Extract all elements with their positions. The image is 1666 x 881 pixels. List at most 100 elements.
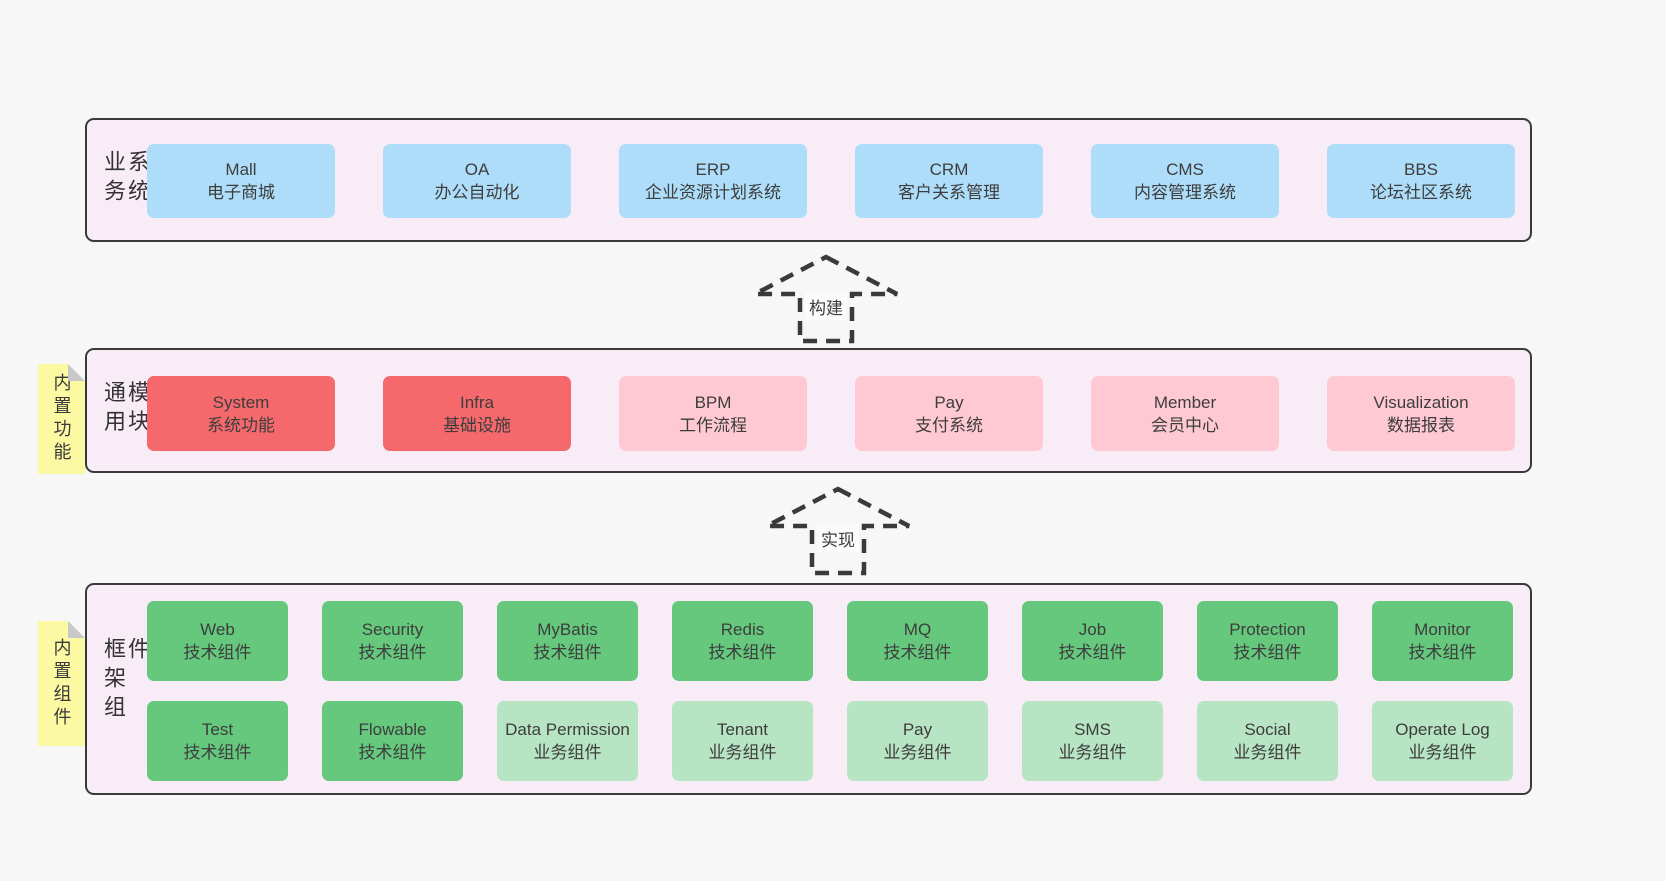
box-name: Tenant	[716, 720, 769, 739]
box-desc: 数据报表	[1387, 415, 1455, 435]
box-desc: 技术组件	[358, 743, 427, 762]
box-pay-module: Pay 支付系统	[855, 376, 1043, 451]
box-cms: CMS 内容管理系统	[1091, 144, 1279, 218]
box-desc: 技术组件	[1408, 643, 1477, 662]
band-business-systems-label: 业务系统	[101, 150, 150, 208]
box-name: Web	[200, 620, 235, 639]
box-desc: 支付系统	[915, 415, 983, 435]
band-common-modules-label: 通用模块	[101, 380, 150, 439]
box-name: Infra	[459, 392, 495, 412]
sticky-note-builtin-components: 内置组件	[38, 621, 85, 746]
box-web: Web 技术组件	[147, 601, 288, 681]
box-test: Test 技术组件	[147, 701, 288, 781]
box-name: Flowable	[358, 720, 427, 739]
sticky-note-builtin-features: 内置功能	[38, 364, 85, 474]
box-mall: Mall 电子商城	[147, 144, 335, 218]
box-desc: 技术组件	[1058, 643, 1127, 662]
box-desc: 内容管理系统	[1134, 183, 1236, 202]
box-social: Social 业务组件	[1197, 701, 1338, 781]
band-framework-components: 框架组件 Web 技术组件 Security 技术组件 MyBatis 技术组件…	[85, 583, 1532, 795]
box-name: Test	[201, 720, 234, 739]
box-name: Pay	[934, 392, 964, 412]
box-desc: 企业资源计划系统	[645, 183, 781, 202]
dashed-up-arrow-icon	[753, 254, 899, 344]
box-desc: 技术组件	[183, 643, 252, 662]
box-desc: 技术组件	[708, 643, 777, 662]
box-flowable: Flowable 技术组件	[322, 701, 463, 781]
box-name: MyBatis	[537, 620, 598, 639]
box-oa: OA 办公自动化	[383, 144, 571, 218]
box-name: Mall	[225, 160, 257, 179]
box-name: Redis	[720, 620, 765, 639]
box-name: System	[212, 392, 270, 412]
box-name: CMS	[1166, 160, 1204, 179]
box-operate-log: Operate Log 业务组件	[1372, 701, 1513, 781]
band-common-modules: 通用模块 System 系统功能 Infra 基础设施 BPM 工作流程 Pay…	[85, 348, 1532, 473]
box-desc: 技术组件	[183, 743, 252, 762]
box-desc: 工作流程	[679, 415, 747, 435]
box-sms: SMS 业务组件	[1022, 701, 1163, 781]
box-desc: 技术组件	[533, 643, 602, 662]
common-modules-row: System 系统功能 Infra 基础设施 BPM 工作流程 Pay 支付系统…	[147, 376, 1515, 451]
box-name: OA	[464, 160, 490, 179]
build-arrow-label: 构建	[805, 293, 847, 320]
box-desc: 业务组件	[1233, 743, 1302, 762]
box-name: Pay	[902, 720, 933, 739]
dashed-up-arrow-icon	[765, 486, 911, 576]
box-desc: 会员中心	[1151, 415, 1219, 435]
box-name: Job	[1078, 620, 1107, 639]
box-security: Security 技术组件	[322, 601, 463, 681]
box-name: Member	[1153, 392, 1217, 412]
box-name: MQ	[903, 620, 932, 639]
box-crm: CRM 客户关系管理	[855, 144, 1043, 218]
box-desc: 论坛社区系统	[1370, 183, 1472, 202]
box-desc: 技术组件	[1233, 643, 1302, 662]
build-arrow: 构建	[751, 254, 901, 344]
framework-components-row-2: Test 技术组件 Flowable 技术组件 Data Permission …	[147, 701, 1513, 781]
box-mybatis: MyBatis 技术组件	[497, 601, 638, 681]
box-infra: Infra 基础设施	[383, 376, 571, 451]
box-job: Job 技术组件	[1022, 601, 1163, 681]
box-name: Social	[1244, 720, 1291, 739]
box-desc: 技术组件	[883, 643, 952, 662]
box-desc: 业务组件	[1058, 743, 1127, 762]
box-pay-component: Pay 业务组件	[847, 701, 988, 781]
box-desc: 客户关系管理	[898, 183, 1000, 202]
box-monitor: Monitor 技术组件	[1372, 601, 1513, 681]
sticky-note-text: 内置组件	[51, 637, 72, 730]
box-desc: 系统功能	[207, 415, 275, 435]
box-name: ERP	[695, 160, 731, 179]
box-desc: 基础设施	[443, 415, 511, 435]
folded-corner-icon	[68, 364, 85, 381]
box-desc: 电子商城	[207, 183, 275, 202]
box-name: Visualization	[1373, 392, 1469, 412]
folded-corner-icon	[68, 621, 85, 638]
box-member: Member 会员中心	[1091, 376, 1279, 451]
implement-arrow-label: 实现	[817, 525, 859, 552]
box-name: CRM	[929, 160, 969, 179]
box-bbs: BBS 论坛社区系统	[1327, 144, 1515, 218]
box-desc: 业务组件	[1408, 743, 1477, 762]
box-system: System 系统功能	[147, 376, 335, 451]
box-erp: ERP 企业资源计划系统	[619, 144, 807, 218]
box-tenant: Tenant 业务组件	[672, 701, 813, 781]
box-name: Monitor	[1414, 620, 1471, 639]
sticky-note-text: 内置功能	[51, 373, 72, 465]
box-visualization: Visualization 数据报表	[1327, 376, 1515, 451]
box-name: BPM	[694, 392, 732, 412]
business-systems-row: Mall 电子商城 OA 办公自动化 ERP 企业资源计划系统 CRM 客户关系…	[147, 144, 1515, 218]
box-redis: Redis 技术组件	[672, 601, 813, 681]
box-name: BBS	[1403, 160, 1439, 179]
box-name: Data Permission	[505, 720, 630, 739]
box-name: Protection	[1229, 620, 1306, 639]
box-desc: 业务组件	[533, 743, 602, 762]
box-name: Security	[361, 620, 424, 639]
box-data-permission: Data Permission 业务组件	[497, 701, 638, 781]
box-protection: Protection 技术组件	[1197, 601, 1338, 681]
framework-components-row-1: Web 技术组件 Security 技术组件 MyBatis 技术组件 Redi…	[147, 601, 1513, 681]
band-framework-components-label: 框架组件	[101, 637, 150, 724]
box-desc: 业务组件	[883, 743, 952, 762]
box-mq: MQ 技术组件	[847, 601, 988, 681]
box-desc: 业务组件	[708, 743, 777, 762]
